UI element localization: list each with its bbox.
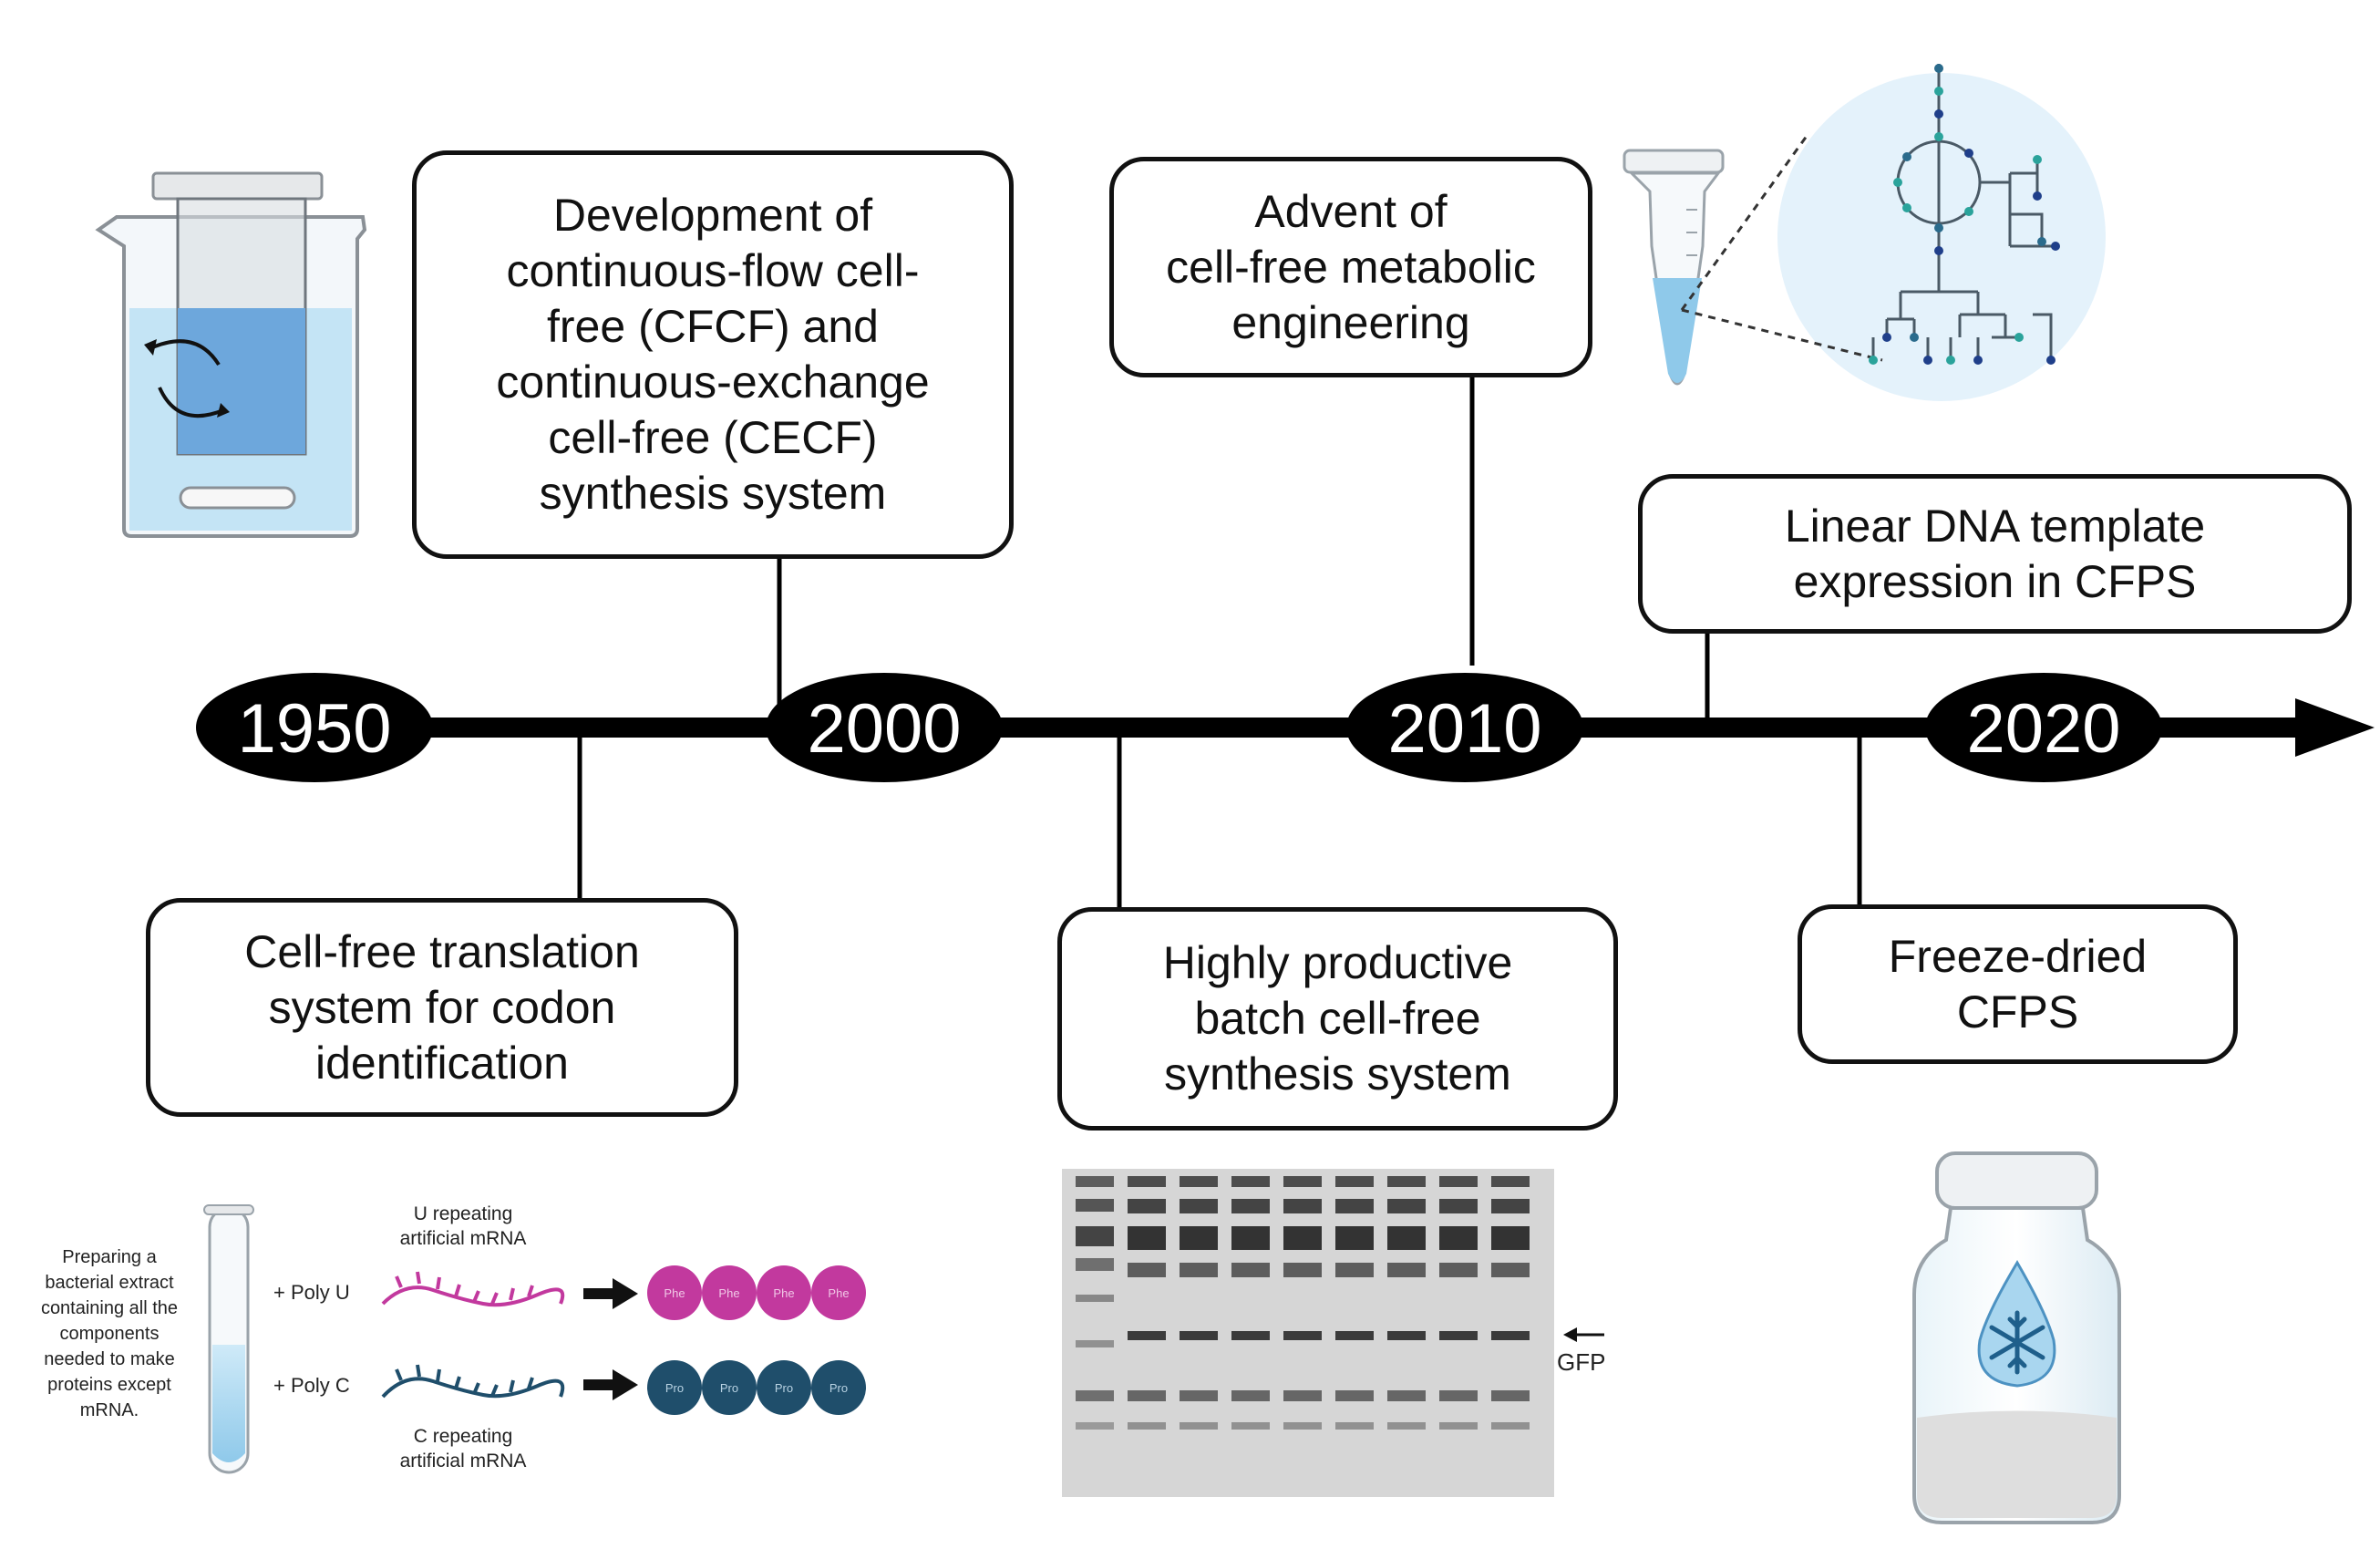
svg-text:bacterial extract: bacterial extract (45, 1273, 174, 1293)
svg-text:artificial mRNA: artificial mRNA (400, 1228, 527, 1249)
beaker-illustration (95, 171, 367, 538)
arrow-c (583, 1369, 638, 1400)
gfp-arrow-icon (1563, 1327, 1604, 1342)
year-marker-1950: 1950 (196, 673, 433, 782)
svg-text:Phe: Phe (773, 1286, 794, 1300)
gfp-label: GFP (1557, 1348, 1605, 1376)
year-label-2000: 2000 (807, 690, 961, 768)
year-marker-2010: 2010 (1346, 673, 1583, 782)
svg-text:proteins except: proteins except (47, 1375, 171, 1395)
timeline-arrowhead (2295, 698, 2375, 757)
svg-text:Pro: Pro (829, 1381, 848, 1395)
codon-panel: Preparing a bacterial extract containing… (41, 1203, 866, 1474)
svg-text:needed to make: needed to make (44, 1349, 174, 1369)
svg-text:mRNA.: mRNA. (80, 1400, 139, 1420)
svg-text:C repeating: C repeating (414, 1426, 513, 1447)
year-label-2020: 2020 (1966, 690, 2120, 768)
year-marker-2020: 2020 (1925, 673, 2162, 782)
svg-text:Pro: Pro (665, 1381, 684, 1395)
year-label-2010: 2010 (1387, 690, 1541, 768)
arrow-u (583, 1278, 638, 1309)
event-cell-free-translation: Cell-free translation system for codon i… (146, 898, 738, 1117)
svg-text:Phe: Phe (718, 1286, 739, 1300)
svg-text:containing all the: containing all the (41, 1298, 178, 1318)
svg-text:Preparing a: Preparing a (62, 1247, 157, 1267)
event-batch-system: Highly productive batch cell-free synthe… (1057, 907, 1618, 1131)
year-marker-2000: 2000 (766, 673, 1003, 782)
event-freeze-dried: Freeze-dried CFPS (1798, 904, 2238, 1064)
event-metabolic-engineering: Advent of cell-free metabolic engineerin… (1109, 157, 1592, 377)
svg-text:Pro: Pro (720, 1381, 738, 1395)
test-tube-icon (203, 1204, 254, 1474)
pathway-nodes (1869, 64, 2060, 365)
svg-text:U repeating: U repeating (414, 1203, 513, 1224)
svg-text:artificial mRNA: artificial mRNA (400, 1451, 527, 1471)
poly-c-label: + Poly C (273, 1374, 350, 1397)
event-continuous-flow: Development of continuous-flow cell- fre… (412, 150, 1014, 559)
extract-note: Preparing a bacterial extract containing… (41, 1247, 178, 1420)
gel-lanes (1076, 1176, 1530, 1430)
u-mrna-strand (381, 1271, 565, 1307)
snowflake-icon (1989, 1310, 2045, 1375)
svg-text:Pro: Pro (775, 1381, 793, 1395)
svg-text:Phe: Phe (664, 1286, 685, 1300)
freeze-dried-vial-illustration (1912, 1151, 2121, 1524)
svg-text:components: components (60, 1324, 160, 1344)
connectors (577, 376, 1862, 907)
event-linear-dna: Linear DNA template expression in CFPS (1638, 474, 2352, 634)
poly-u-label: + Poly U (273, 1281, 350, 1304)
svg-text:Phe: Phe (828, 1286, 849, 1300)
year-label-1950: 1950 (237, 690, 391, 768)
gel-image: GFP (1062, 1169, 1605, 1497)
metabolic-network-illustration (1623, 64, 2106, 401)
pro-peptide: Pro Pro Pro Pro (647, 1360, 866, 1415)
c-mrna-strand (381, 1364, 565, 1399)
phe-peptide: Phe Phe Phe Phe (647, 1265, 866, 1320)
